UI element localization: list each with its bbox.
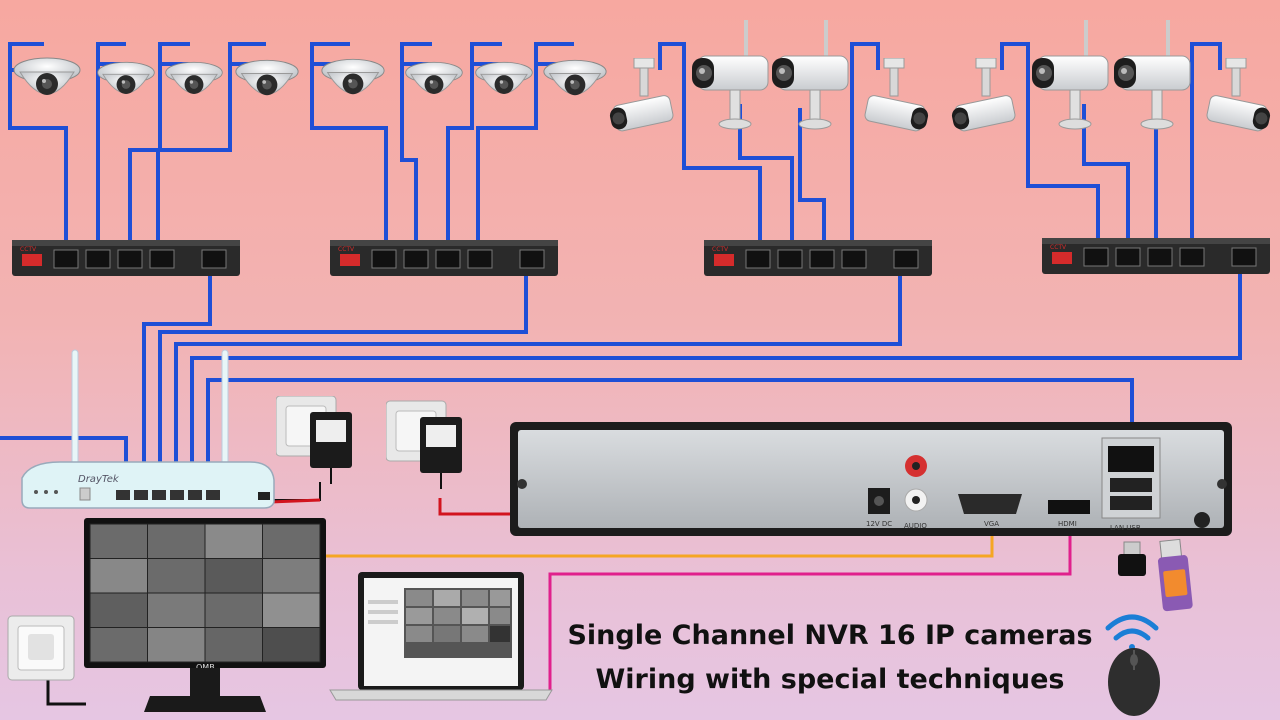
bullet-camera-icon	[1114, 20, 1192, 130]
poe-switch-icon	[12, 240, 240, 276]
usb-drive-icon	[1157, 538, 1193, 612]
bullet-camera-icon	[1205, 58, 1273, 134]
dome-camera-icon	[543, 59, 607, 96]
dome-camera-icon	[13, 57, 81, 96]
power-adapter-icon	[386, 399, 464, 491]
bullet-camera-icon	[607, 58, 675, 134]
bullet-camera-icon	[1032, 20, 1110, 130]
dome-camera-icon	[165, 61, 223, 95]
nvr-vga-label: VGA	[984, 520, 999, 528]
bullet-camera-group-1	[607, 20, 931, 134]
dome-camera-icon	[97, 61, 155, 95]
nvr-lan-label: LAN USB	[1110, 524, 1141, 532]
bullet-camera-icon	[772, 20, 850, 130]
laptop-icon	[329, 572, 553, 701]
switch-label-4: CCTV	[1050, 244, 1067, 251]
nvr-audio-label: AUDIO	[904, 522, 927, 530]
mouse-icon	[1108, 648, 1160, 716]
poe-switch-icon	[704, 240, 932, 276]
dome-camera-group-1	[13, 57, 299, 96]
wifi-icon	[1105, 614, 1159, 650]
hdmi-cable	[548, 516, 1072, 692]
router-power-cable	[269, 498, 321, 504]
nvr-icon: 12V DC AUDIO VGA HDMI LAN USB	[510, 422, 1232, 536]
poe-switch-icon	[330, 240, 558, 276]
dome-camera-group-2	[321, 58, 607, 96]
wall-socket-icon	[7, 615, 75, 681]
switch-label-1: CCTV	[20, 246, 37, 253]
usb-dongle-icon	[1118, 541, 1146, 576]
power-adapter-icon	[276, 396, 353, 485]
monitor-brand: QMB	[196, 663, 215, 672]
network-cables	[0, 42, 1242, 490]
bullet-camera-icon	[692, 20, 770, 130]
switch-label-2: CCTV	[338, 246, 355, 253]
caption-line-2: Wiring with special techniques	[595, 664, 1065, 695]
router-brand: DrayTek	[78, 474, 120, 485]
bullet-camera-icon	[949, 58, 1017, 134]
caption-line-1: Single Channel NVR 16 IP cameras	[567, 620, 1093, 651]
nvr-power-label: 12V DC	[866, 520, 892, 528]
bullet-camera-group-2	[949, 20, 1273, 134]
dome-camera-icon	[321, 58, 385, 95]
router-icon: DrayTek	[21, 349, 275, 509]
monitor-icon: QMB	[84, 518, 326, 712]
dome-camera-icon	[475, 61, 533, 95]
dome-camera-icon	[235, 59, 299, 96]
bullet-camera-icon	[863, 58, 931, 134]
switch-label-3: CCTV	[712, 246, 729, 253]
nvr-hdmi-label: HDMI	[1058, 520, 1077, 528]
dome-camera-icon	[405, 61, 463, 95]
poe-switch-icon	[1042, 238, 1270, 274]
